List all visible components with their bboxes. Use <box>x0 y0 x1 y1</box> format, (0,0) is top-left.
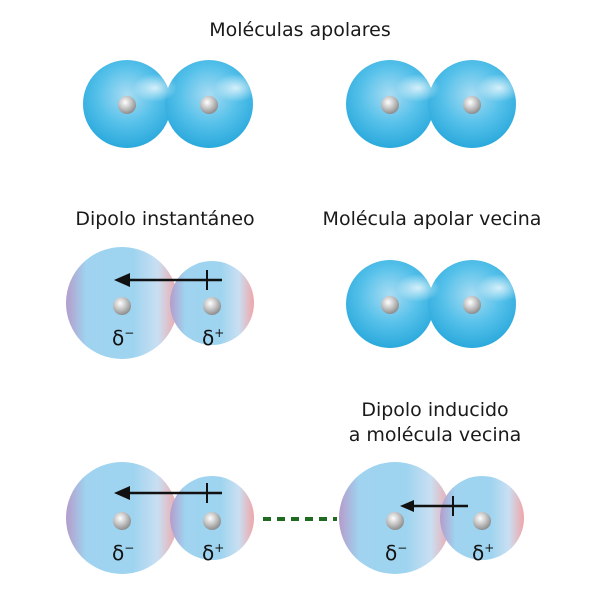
charge-positive: δ+ <box>202 326 225 350</box>
nucleus-icon <box>381 296 399 314</box>
charge-negative: δ− <box>112 541 135 565</box>
charge-negative: δ− <box>112 326 135 350</box>
induced-arrow-icon <box>400 496 468 516</box>
label-instant-dipole: Dipolo instantáneo <box>75 208 255 230</box>
nonpolar-molecule-2 <box>346 60 521 148</box>
label-induced-dipole-line1: Dipolo inducido <box>361 399 509 421</box>
dipole-molecule-bottom <box>66 462 254 574</box>
dipole-arrow-icon <box>114 270 222 290</box>
nucleus-icon <box>113 297 131 315</box>
nucleus-icon <box>203 512 221 530</box>
nucleus-icon <box>386 512 404 530</box>
nucleus-icon <box>473 512 491 530</box>
label-induced-dipole-line2: a molécula vecina <box>348 424 522 446</box>
nucleus-icon <box>113 512 131 530</box>
nucleus-icon <box>200 96 218 114</box>
induced-dipole-molecule <box>339 462 524 574</box>
nucleus-icon <box>381 96 399 114</box>
nucleus-icon <box>118 96 136 114</box>
nucleus-icon <box>463 96 481 114</box>
title-nonpolar-molecules: Moléculas apolares <box>209 19 391 41</box>
nucleus-icon <box>203 297 221 315</box>
instant-dipole-molecule <box>66 247 254 359</box>
nonpolar-molecule-1 <box>83 60 258 148</box>
charge-positive: δ+ <box>202 541 225 565</box>
charge-negative: δ− <box>385 541 408 565</box>
label-neighbor-molecule: Molécula apolar vecina <box>322 208 542 230</box>
nucleus-icon <box>463 296 481 314</box>
neighbor-nonpolar-molecule <box>346 260 521 348</box>
charge-positive: δ+ <box>472 541 495 565</box>
dipole-arrow-icon <box>114 483 222 503</box>
